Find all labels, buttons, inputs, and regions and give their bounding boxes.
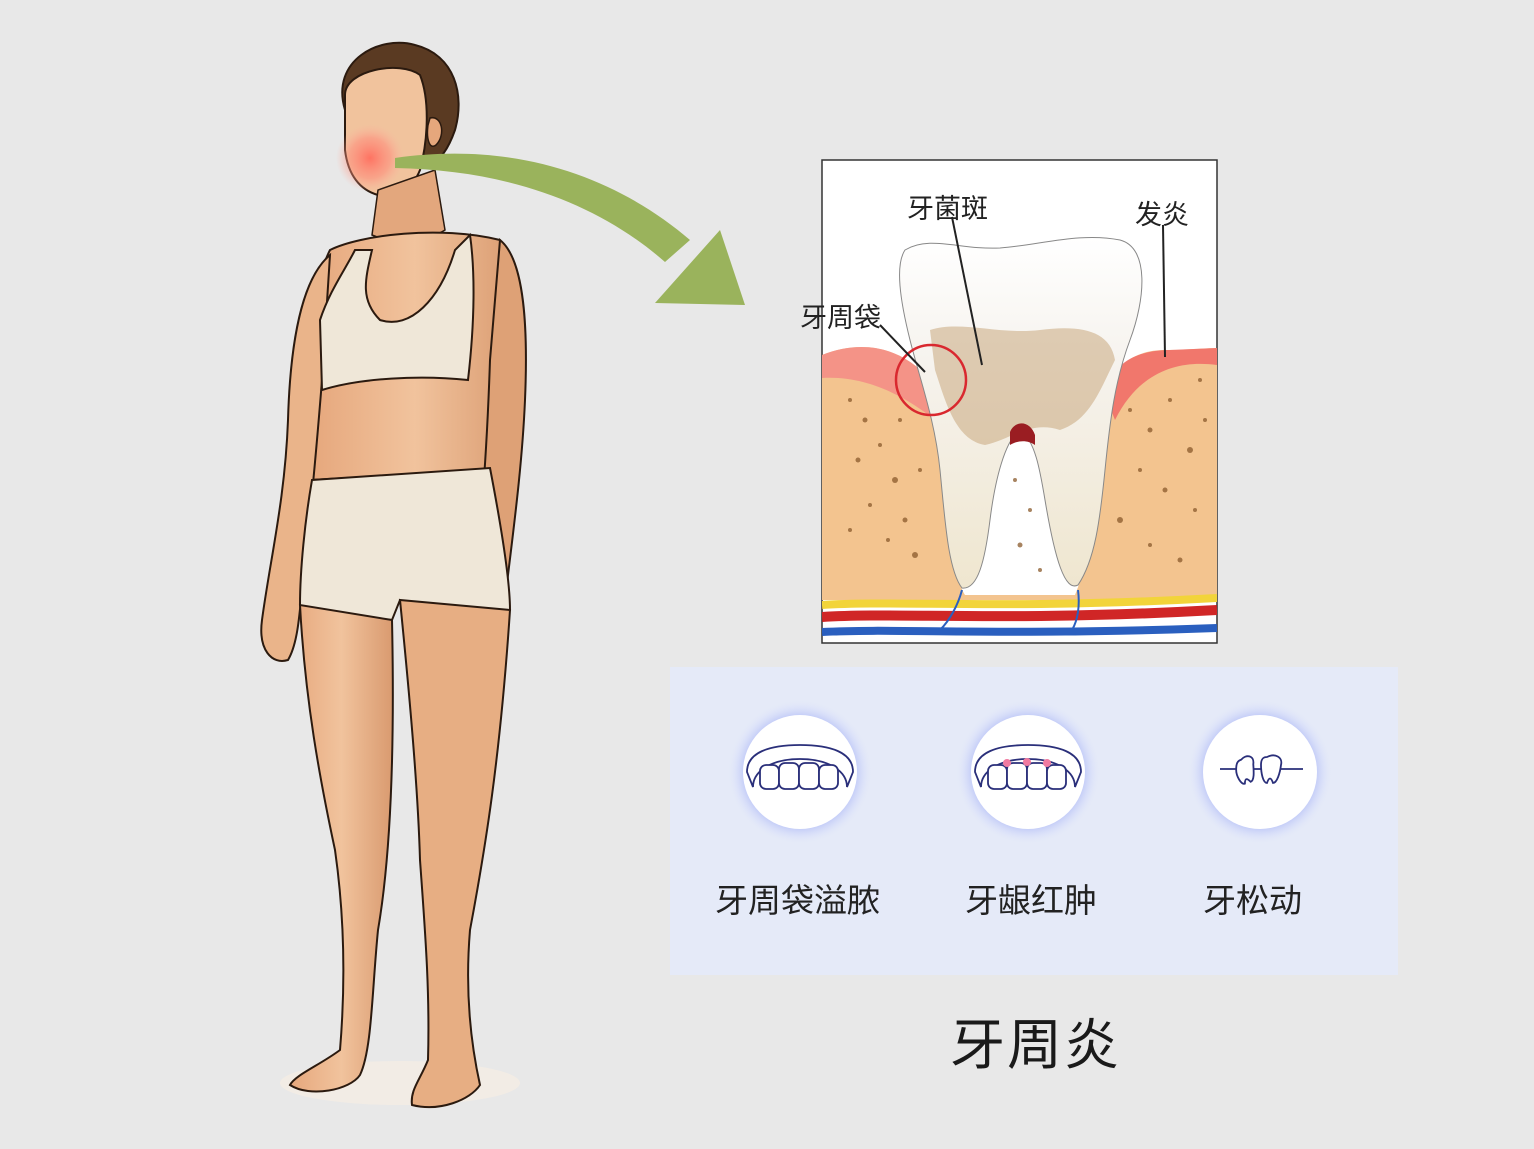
pocket-label: 牙周袋 [800, 303, 881, 334]
symptom-label-pus: 牙周袋溢脓 [715, 881, 880, 920]
loose-tooth-icon [1188, 700, 1332, 844]
plaque-label: 牙菌斑 [907, 194, 988, 225]
swollen-gums-icon [956, 700, 1100, 844]
arrow-icon [395, 153, 745, 305]
teeth-row-icon [728, 700, 872, 844]
pocket-highlight-circle [894, 343, 968, 417]
symptom-label-loose-tooth: 牙松动 [1203, 881, 1302, 920]
symptom-panel: 牙周袋溢脓 牙龈红肿 牙松动 [670, 667, 1398, 975]
human-figure [260, 41, 527, 1109]
symptom-label-swollen-gums: 牙龈红肿 [965, 881, 1097, 920]
page-title: 牙周炎 [950, 1013, 1122, 1077]
inflammation-label: 发炎 [1135, 200, 1189, 231]
tooth-diagram [821, 159, 1218, 644]
